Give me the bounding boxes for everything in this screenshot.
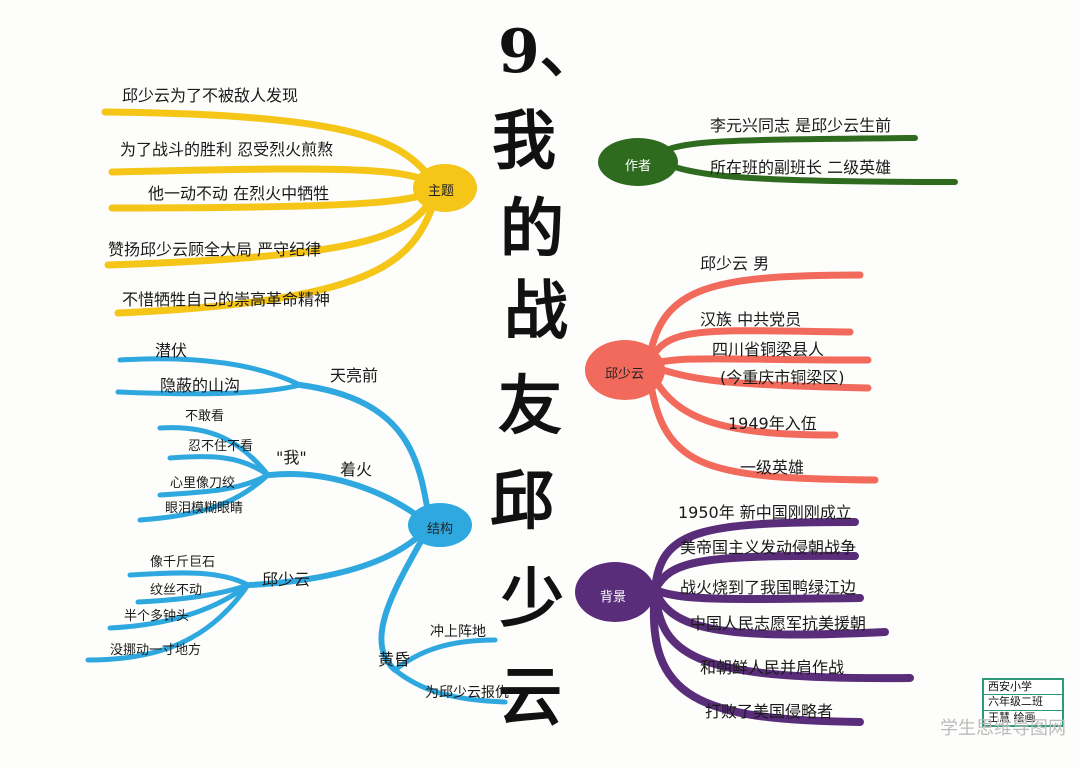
- person-node: [585, 340, 665, 400]
- author-item: 所在班的副班长 二级英雄: [710, 158, 892, 177]
- author-label: 作者: [625, 159, 652, 174]
- stamp-line: 西安小学: [984, 680, 1062, 696]
- person-item: 1949年入伍: [728, 414, 817, 433]
- before-dawn-item: 隐蔽的山沟: [160, 376, 241, 395]
- background-branches: [649, 518, 914, 726]
- structure-node: [408, 503, 472, 547]
- watermark: 学生思维导图网: [940, 718, 1066, 739]
- before-dawn-label: 天亮前: [330, 366, 379, 385]
- stamp-line: 王慧 绘画: [988, 710, 1036, 724]
- background-label: 背景: [600, 590, 627, 605]
- title-char: 的: [500, 192, 564, 267]
- theme-item: 赞扬邱少云顾全大局 严守纪律: [108, 240, 322, 259]
- me-item: 心里像刀绞: [170, 476, 236, 491]
- me-label: "我": [276, 448, 307, 467]
- author-item: 李元兴同志 是邱少云生前: [710, 116, 892, 135]
- person-item: 四川省铜梁县人: [712, 340, 825, 359]
- qiu-item: 半个多钟头: [124, 609, 190, 624]
- title-char: 我: [492, 104, 556, 179]
- stamp-line: 六年级二班: [984, 695, 1062, 711]
- person-label: 邱少云: [605, 367, 645, 382]
- qiu-item: 像千斤巨石: [150, 555, 216, 570]
- person-item: (今重庆市铜梁区): [720, 368, 845, 387]
- me-item: 忍不住不看: [188, 439, 254, 454]
- structure-label: 结构: [427, 522, 454, 537]
- title-number: 9、: [498, 17, 600, 87]
- title-char: 少: [500, 562, 564, 637]
- qiu-item: 纹丝不动: [150, 583, 203, 598]
- title-char: 友: [498, 369, 562, 444]
- me-item: 不敢看: [185, 409, 225, 424]
- theme-node: [413, 164, 477, 212]
- dusk-label: 黄昏: [378, 650, 411, 669]
- background-item: 中国人民志愿军抗美援朝: [690, 614, 867, 633]
- title-char: 云: [498, 660, 562, 735]
- before-dawn-item: 潜伏: [155, 341, 188, 360]
- theme-item: 他一动不动 在烈火中牺牲: [148, 184, 330, 203]
- theme-label: 主题: [428, 184, 455, 199]
- dusk-item: 冲上阵地: [430, 624, 486, 640]
- qiu-label: 邱少云: [262, 570, 311, 589]
- person-item: 汉族 中共党员: [700, 310, 802, 329]
- title-char: 战: [504, 274, 568, 349]
- title-char: 邱: [490, 464, 554, 539]
- author-node: [598, 138, 678, 186]
- background-node: [575, 562, 655, 622]
- theme-item: 不惜牺牲自己的崇高革命精神: [122, 290, 331, 309]
- person-item: 邱少云 男: [700, 254, 770, 273]
- background-item: 1950年 新中国刚刚成立: [678, 503, 852, 522]
- background-item: 和朝鲜人民并肩作战: [700, 658, 845, 677]
- qiu-item: 没挪动一寸地方: [110, 643, 202, 658]
- fire-label: 着火: [340, 460, 373, 479]
- dusk-item: 为邱少云报仇: [425, 685, 509, 701]
- background-item: 打败了美国侵略者: [705, 702, 834, 721]
- author-stamp: 西安小学 六年级二班 王慧 绘画: [982, 678, 1064, 727]
- theme-item: 为了战斗的胜利 忍受烈火煎熬: [120, 140, 334, 159]
- background-item: 战火烧到了我国鸭绿江边: [680, 578, 857, 597]
- theme-item: 邱少云为了不被敌人发现: [122, 86, 299, 105]
- background-item: 美帝国主义发动侵朝战争: [680, 538, 857, 557]
- person-item: 一级英雄: [740, 458, 805, 477]
- me-item: 眼泪模糊眼睛: [165, 501, 244, 516]
